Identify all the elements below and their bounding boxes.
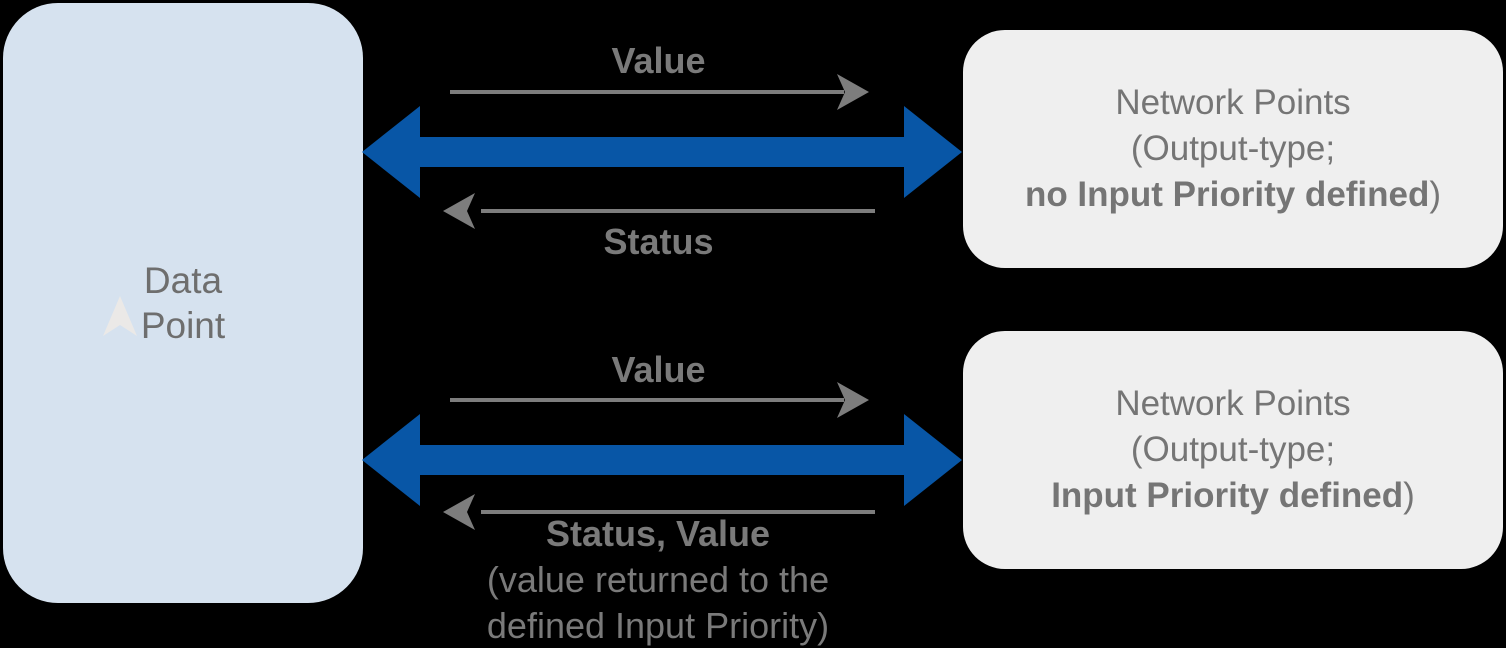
- data-point-line2: Point: [140, 305, 226, 346]
- value-arrow-right-icon: [450, 74, 869, 110]
- status-value-label-bottom: Status, Value (value returned to the def…: [368, 511, 948, 648]
- network-points-box-no-priority: Network Points (Output-type; no Input Pr…: [963, 30, 1503, 268]
- return-note-line1: (value returned to the: [486, 559, 830, 600]
- network-points-line2: (Output-type;: [1130, 129, 1336, 168]
- network-points-line3: Input Priority defined): [1051, 476, 1415, 515]
- data-point-label: Data Point: [141, 258, 225, 348]
- network-points-box-priority: Network Points (Output-type; Input Prior…: [963, 331, 1503, 569]
- status-value-label: Status, Value: [545, 513, 771, 554]
- value-label-bottom: Value: [611, 349, 706, 390]
- data-point-box: Data Point: [3, 3, 363, 603]
- data-point-line1: Data: [143, 260, 223, 301]
- bidirectional-arrow-bottom-icon: [362, 414, 962, 506]
- value-arrow-right-icon: [450, 382, 869, 418]
- network-points-line1: Network Points: [1115, 83, 1351, 122]
- pointer-cursor-icon: [103, 296, 137, 336]
- status-arrow-left-icon: [443, 193, 875, 229]
- network-points-line1: Network Points: [1115, 384, 1351, 423]
- status-label-top: Status: [603, 221, 714, 262]
- network-points-line2: (Output-type;: [1130, 430, 1336, 469]
- bidirectional-arrow-top-icon: [362, 106, 962, 198]
- return-note-line2: defined Input Priority): [486, 605, 830, 646]
- network-points-line3: no Input Priority defined): [1024, 175, 1442, 214]
- status-value-arrow-left-icon: [443, 494, 875, 530]
- value-label-top: Value: [611, 40, 706, 81]
